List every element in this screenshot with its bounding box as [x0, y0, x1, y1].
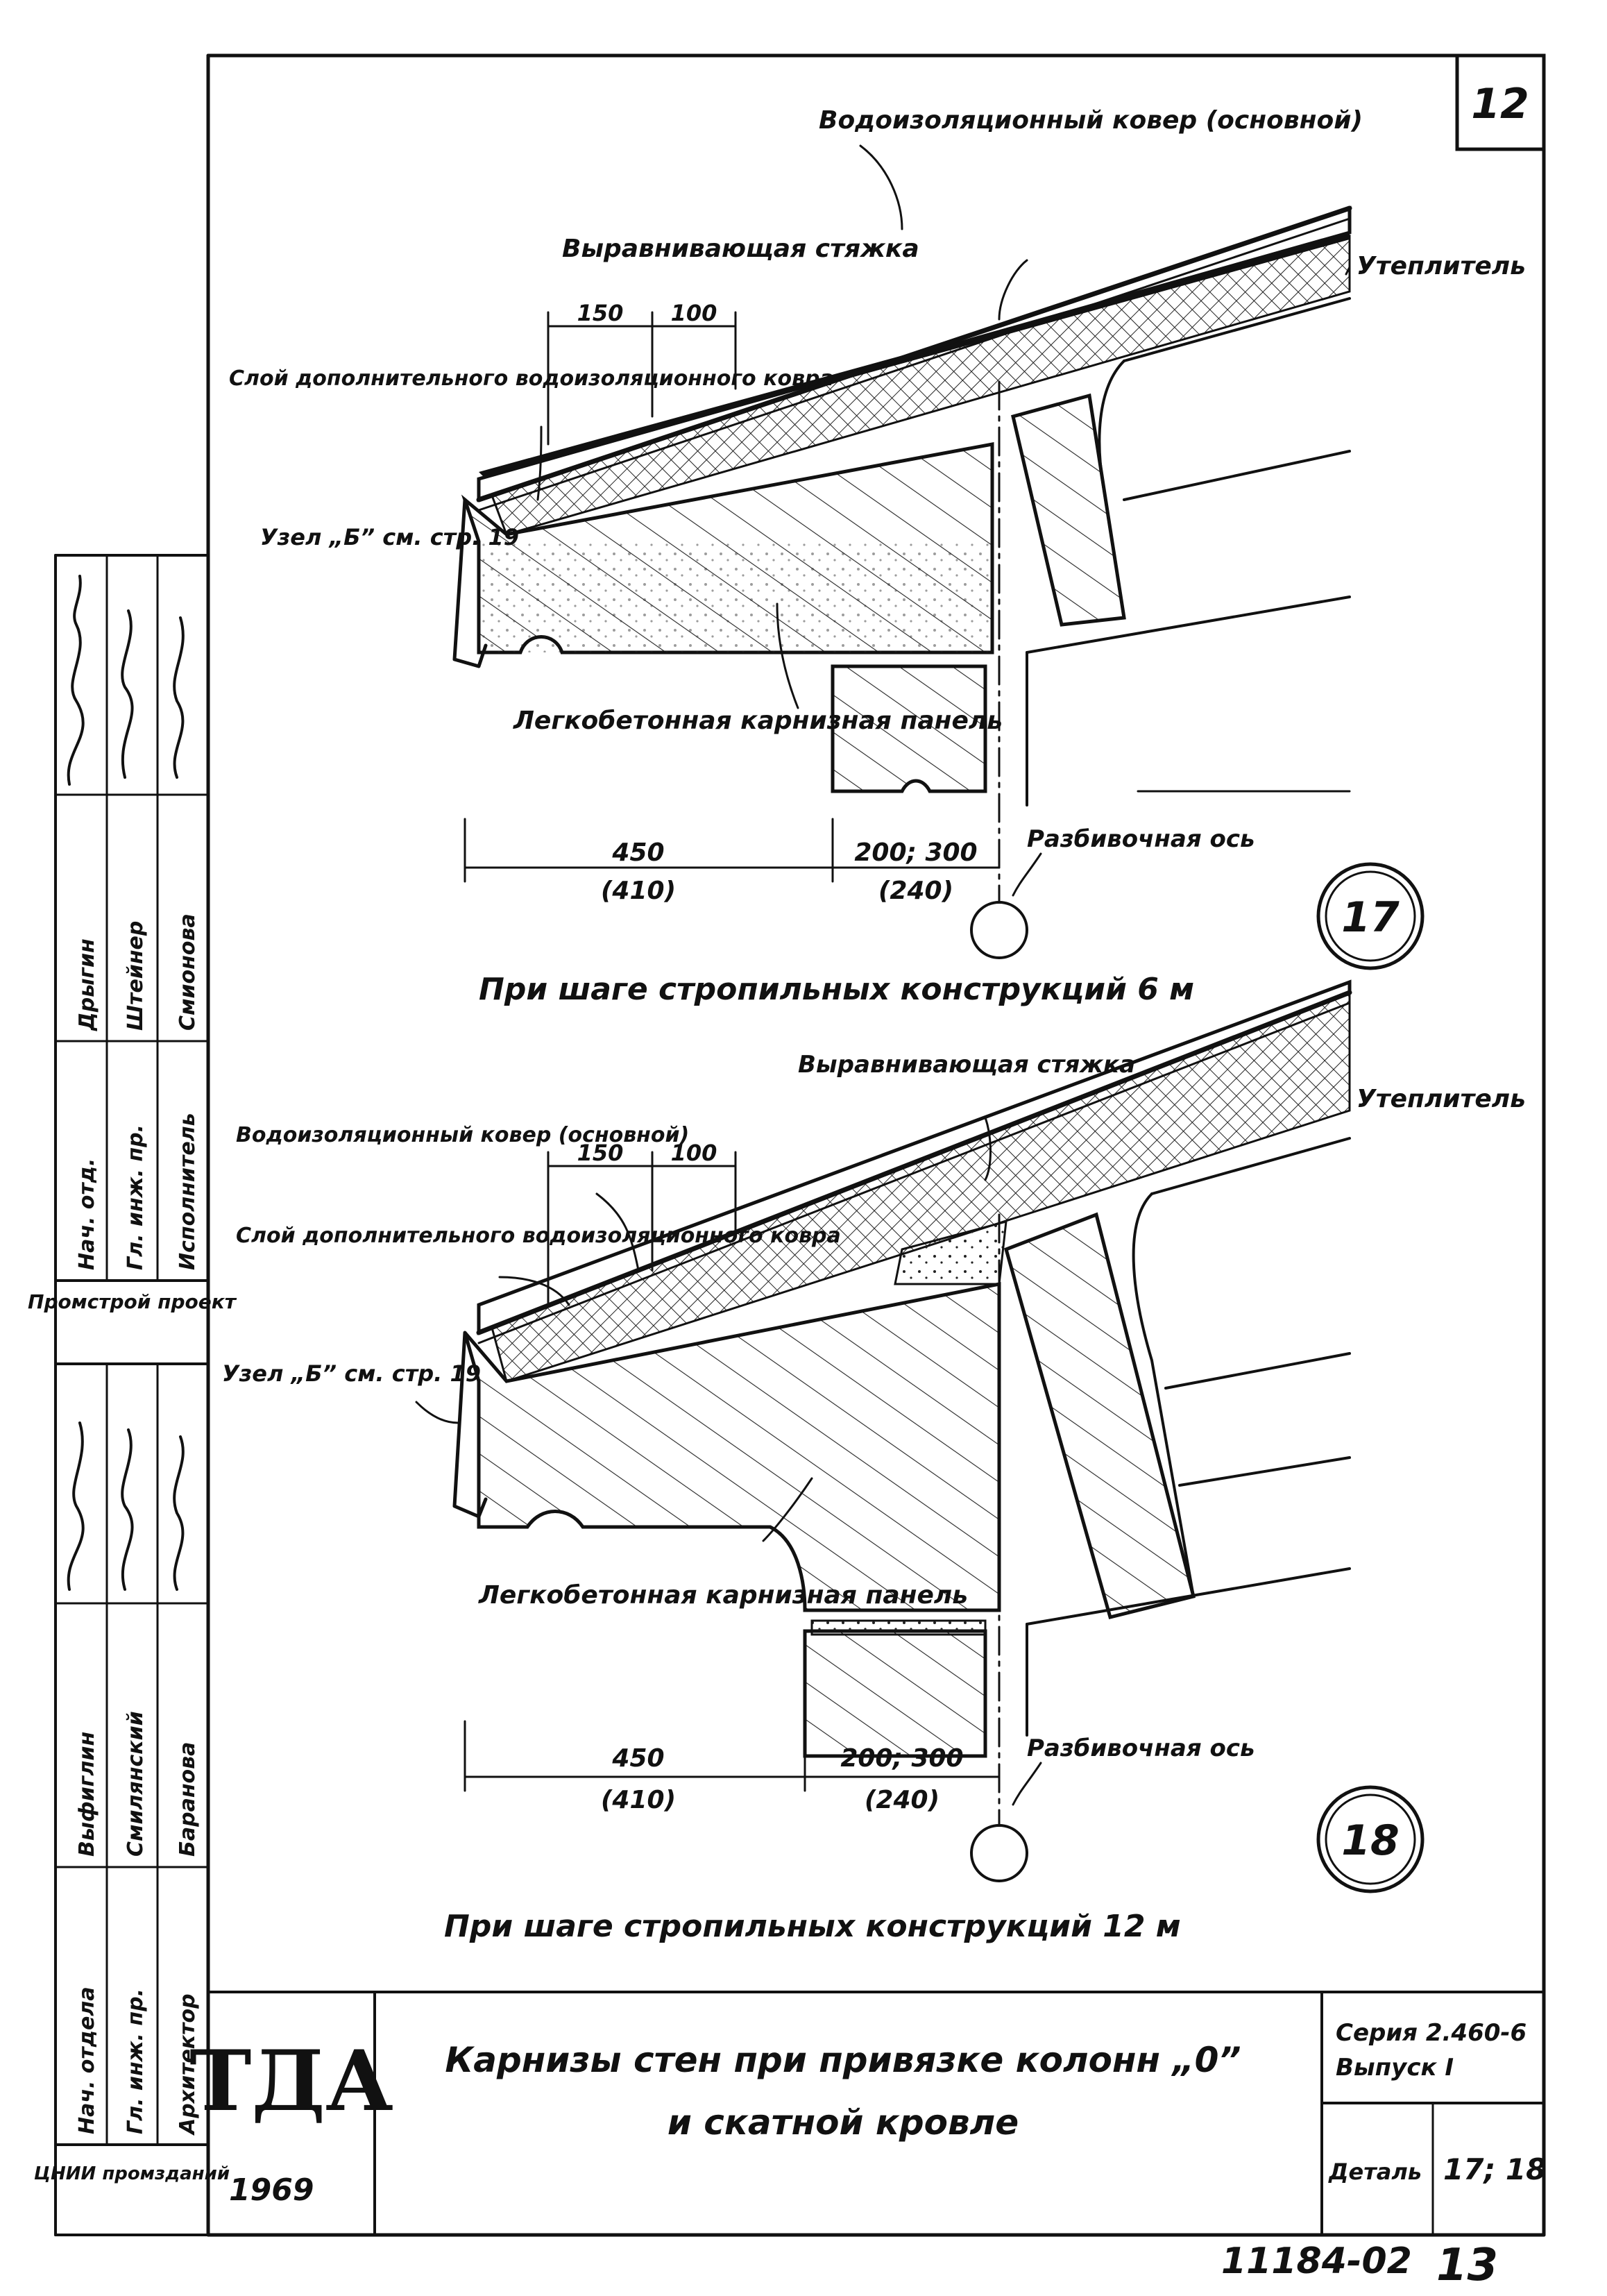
label-leveling-screed-17: Выравнивающая стяжка	[562, 235, 919, 263]
stamp2-name-0: Выфиглин	[75, 1732, 99, 1857]
dim-200-300-17: 200; 300	[854, 838, 977, 867]
caption-17: При шаге стропильных конструкций 6 м	[479, 972, 1194, 1007]
detail-18-number: 18	[1341, 1816, 1400, 1865]
wall-panel-17	[831, 664, 987, 793]
stamp2-name-2: Баранова	[176, 1742, 200, 1857]
stamp2-role-0: Нач. отдела	[75, 1986, 99, 2134]
stamp1-org: Промстрой проект	[28, 1290, 237, 1313]
cornice-panel-18	[463, 1281, 1001, 1612]
side-stamp: Нач. отд. Гл. инж. пр. Исполнитель Дрыги…	[28, 554, 237, 2236]
label-panel-18: Легкобетонная карнизная панель	[478, 1581, 968, 1610]
signature-3	[173, 616, 185, 779]
dim-200-300-18: 200; 300	[840, 1744, 963, 1773]
signature-2	[121, 609, 134, 779]
page-number: 13	[1436, 2240, 1498, 2291]
dim-100-17: 100	[671, 300, 717, 326]
stamp1-name-0: Дрыгин	[75, 938, 99, 1031]
label-panel-17: Легкобетонная карнизная панель	[513, 707, 1003, 735]
detail-value: 17; 18	[1443, 2152, 1546, 2186]
detail-17-labels: Водоизоляционный ковер (основной) Выравн…	[229, 106, 1526, 1007]
detail-18-drawing	[415, 979, 1352, 1882]
title-year: 1969	[229, 2172, 314, 2208]
stamp2-role-2: Архитектор	[176, 1993, 200, 2136]
label-insulation-17: Утеплитель	[1357, 252, 1526, 280]
label-insulation-18: Утеплитель	[1357, 1085, 1526, 1113]
label-extra-layer-17: Слой дополнительного водоизоляционного к…	[229, 366, 834, 391]
logo-tda: ТДА	[189, 2032, 393, 2130]
sheet-number-box: 12	[1455, 53, 1546, 151]
stamp1-name-1: Штейнер	[124, 921, 148, 1031]
dim-410-17: (410)	[601, 877, 676, 905]
dim-150-17: 150	[577, 300, 624, 326]
label-grid-axis-17: Разбивочная ось	[1027, 825, 1255, 853]
stamp1-role-2: Исполнитель	[176, 1113, 200, 1270]
detail-18-marker	[1316, 1785, 1425, 1893]
label-waterproof-main-17: Водоизоляционный ковер (основной)	[819, 106, 1363, 135]
detail-17-drawing	[452, 144, 1352, 959]
dim-240-18: (240)	[865, 1786, 939, 1814]
label-node-ref-17: Узел „Б” см. стр. 19	[260, 524, 519, 550]
label-grid-axis-18: Разбивочная ось	[1027, 1734, 1255, 1762]
signature-1	[67, 575, 85, 786]
stamp1-role-0: Нач. отд.	[75, 1158, 99, 1270]
title-block: ТДА 1969 Карнизы стен при привязке колон…	[189, 1991, 1546, 2236]
wall-panel-18	[803, 1629, 987, 1758]
label-extra-layer-18: Слой дополнительного водоизоляционного к…	[236, 1224, 841, 1248]
dim-150-18: 150	[577, 1140, 624, 1166]
detail-label: Деталь	[1328, 2159, 1422, 2185]
title-line-2: и скатной кровле	[668, 2102, 1019, 2143]
stamp1-role-1: Гл. инж. пр.	[124, 1124, 148, 1270]
signature-6	[173, 1435, 185, 1591]
sheet-number: 12	[1471, 80, 1529, 128]
label-node-ref-18: Узел „Б” см. стр. 19	[222, 1360, 481, 1387]
dim-450-18: 450	[611, 1744, 664, 1773]
dim-410-18: (410)	[601, 1786, 676, 1814]
series-label: Серия 2.460-6	[1336, 2019, 1527, 2047]
detail-18-labels: Выравнивающая стяжка Утеплитель Водоизол…	[222, 1051, 1526, 1944]
label-waterproof-main-18: Водоизоляционный ковер (основной)	[236, 1123, 689, 1147]
stamp1-name-2: Смионова	[176, 913, 200, 1031]
detail-17-marker	[1316, 862, 1425, 970]
dim-240-17: (240)	[878, 877, 953, 905]
stamp2-name-1: Смилянский	[124, 1711, 148, 1857]
label-leveling-screed-18: Выравнивающая стяжка	[798, 1051, 1135, 1079]
signature-5	[121, 1428, 134, 1591]
detail-17-number: 17	[1341, 893, 1400, 942]
title-line-1: Карнизы стен при привязке колонн „0”	[445, 2040, 1241, 2080]
caption-18: При шаге стропильных конструкций 12 м	[444, 1909, 1181, 1944]
dim-100-18: 100	[671, 1140, 717, 1166]
issue-label: Выпуск I	[1336, 2054, 1454, 2082]
stamp2-org: ЦНИИ промзданий	[34, 2163, 230, 2184]
signature-4	[67, 1421, 85, 1591]
rafter-beam-18	[1003, 1212, 1196, 1620]
dim-450-17: 450	[611, 838, 664, 867]
document-code: 11184-02	[1221, 2240, 1412, 2282]
stamp2-role-1: Гл. инж. пр.	[124, 1989, 148, 2134]
